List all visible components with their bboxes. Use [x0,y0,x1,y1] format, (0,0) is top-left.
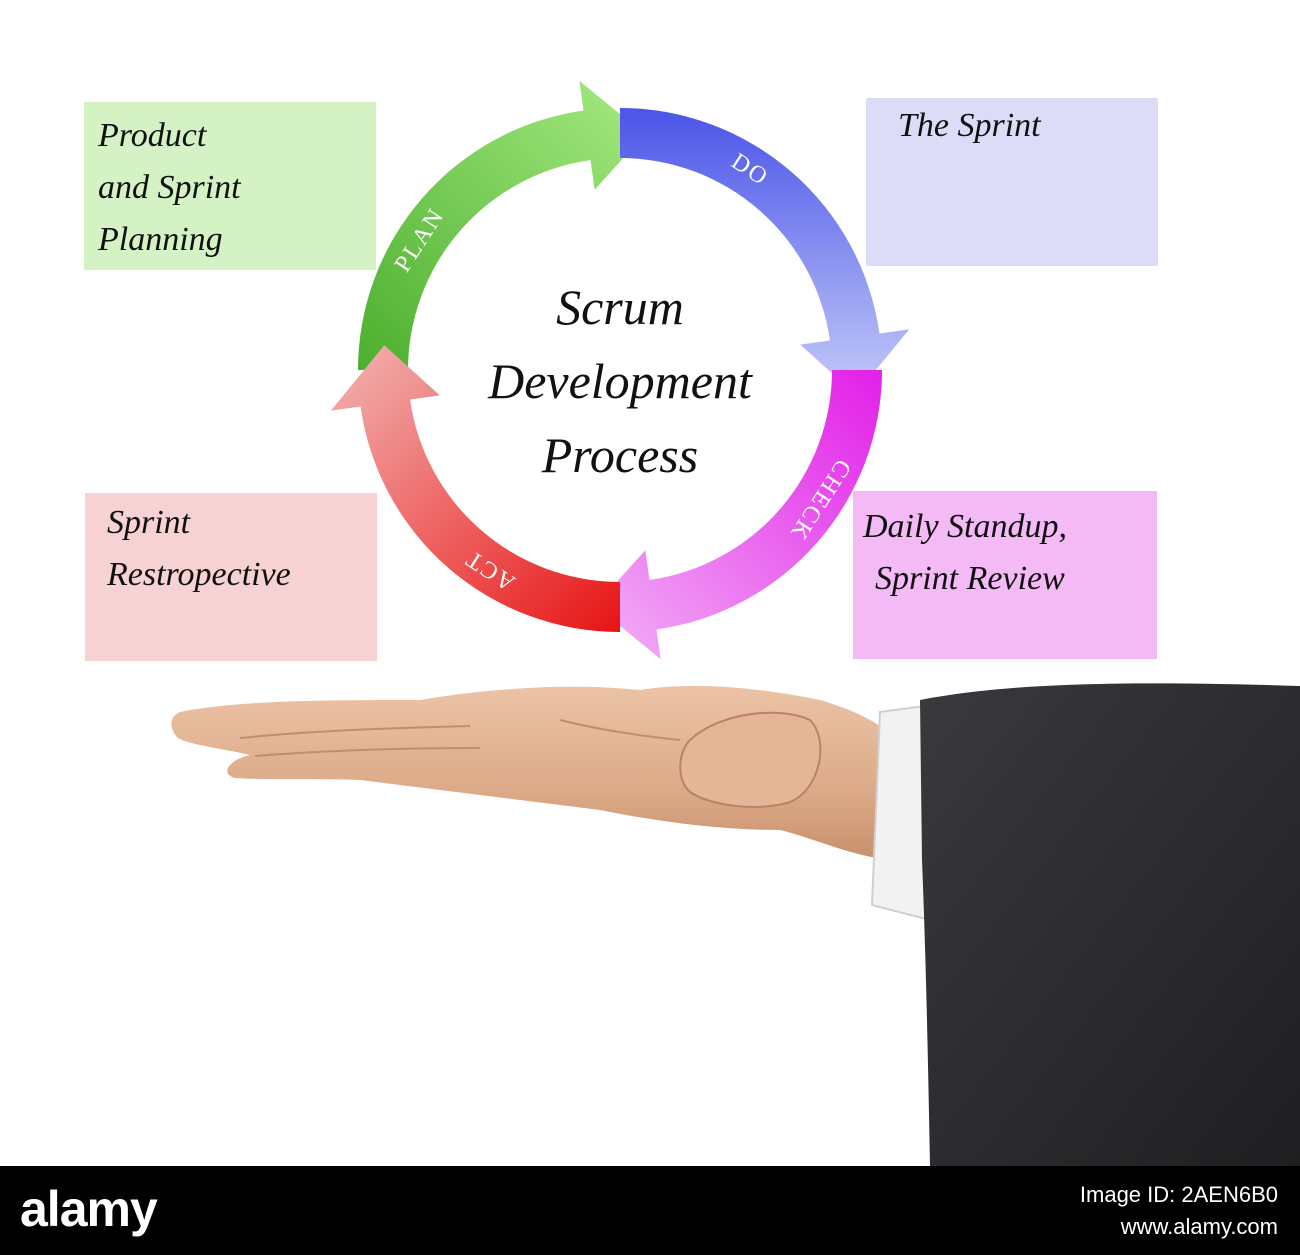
note-act: Sprint Restropective [85,493,377,661]
title-line: Development [488,353,752,409]
note-do: The Sprint [866,98,1158,266]
note-check: Daily Standup, Sprint Review [853,491,1157,659]
note-line: Product [98,117,207,154]
note-line: The Sprint [898,107,1041,144]
note-line: Daily Standup, [863,508,1067,545]
arrow-plan [358,80,645,370]
thumb [679,711,822,808]
hand-illustration [171,683,1300,1166]
arrow-check [595,370,882,660]
note-line: Restropective [107,556,291,593]
title-line: Scrum [556,279,684,335]
diagram-title: Scrum Development Process [410,270,830,492]
footer-bar: alamy Image ID: 2AEN6B0 www.alamy.com [0,1166,1300,1255]
note-line: and Sprint [98,169,241,206]
note-line: Sprint [107,504,191,541]
arrow-do [620,108,910,395]
note-plan: Product and Sprint Planning [84,102,376,270]
image-id: Image ID: 2AEN6B0 [1079,1182,1278,1207]
arrow-act [330,345,620,632]
note-line: Planning [98,221,223,258]
title-line: Process [541,427,699,483]
note-line: Sprint Review [875,560,1065,597]
alamy-logo: alamy [20,1181,158,1237]
site-url: www.alamy.com [1120,1214,1278,1239]
suit-sleeve [920,683,1300,1166]
